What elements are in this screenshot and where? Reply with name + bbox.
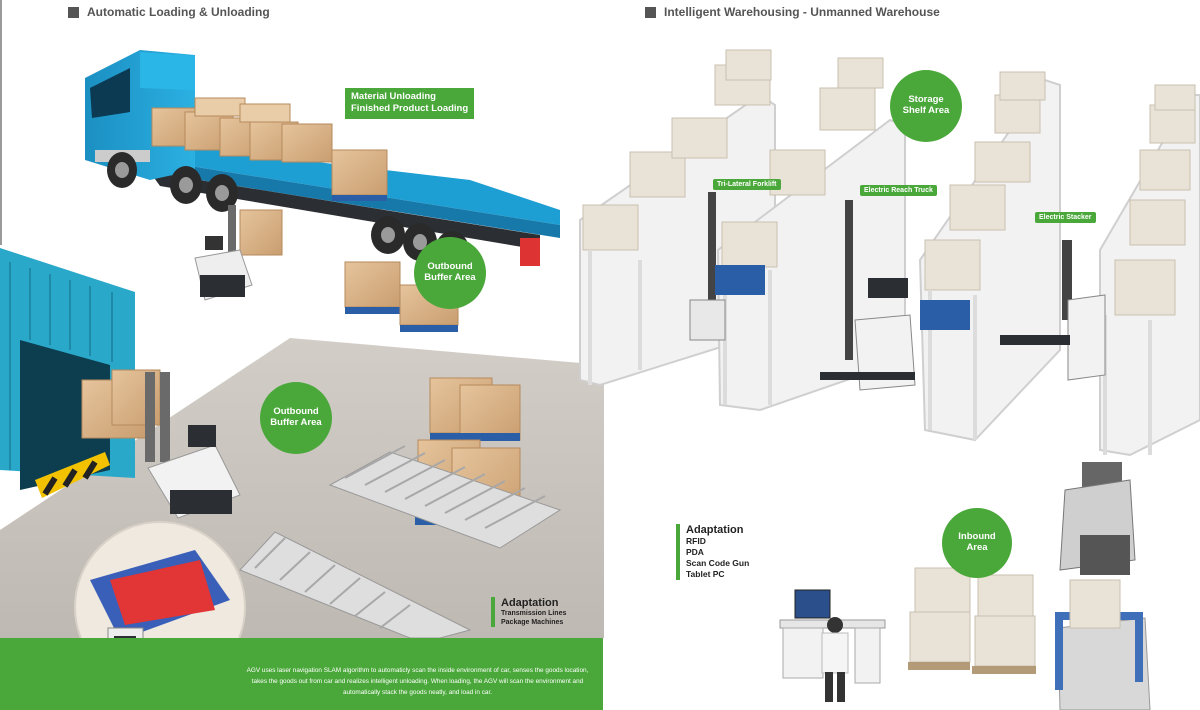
inbound-area-circle: Inbound Area bbox=[942, 508, 1012, 578]
electric-stacker bbox=[920, 240, 1106, 381]
adaptation-item: Package Machines bbox=[501, 619, 564, 627]
circle-line-2: Buffer Area bbox=[270, 417, 322, 428]
material-line-2: Finished Product Loading bbox=[351, 103, 469, 115]
circle-line-1: Inbound bbox=[958, 531, 996, 543]
electric-reach-truck bbox=[820, 200, 916, 391]
heading-automatic-loading: Automatic Loading & Unloading bbox=[68, 5, 270, 19]
adaptation-item: Scan Code Gun bbox=[686, 558, 750, 569]
circle-line-2: Buffer Area bbox=[424, 272, 476, 283]
heading-text: Intelligent Warehousing - Unmanned Wareh… bbox=[664, 5, 940, 19]
heading-intelligent-warehousing: Intelligent Warehousing - Unmanned Wareh… bbox=[645, 5, 940, 19]
roller-conveyor-left bbox=[239, 531, 472, 639]
circle-line-1: Storage bbox=[908, 94, 944, 106]
material-unloading-label: Material Unloading Finished Product Load… bbox=[345, 88, 475, 119]
description-text: AGV uses laser navigation SLAM algorithm… bbox=[246, 667, 589, 696]
scan-workstation bbox=[779, 589, 886, 702]
adaptation-item: Transmission Lines bbox=[501, 610, 567, 617]
circle-line-2: Area bbox=[966, 542, 988, 553]
roller-conveyor-right bbox=[328, 445, 562, 549]
material-line-1: Material Unloading bbox=[351, 91, 436, 102]
description-band: AGV uses laser navigation SLAM algorithm… bbox=[0, 638, 603, 710]
outbound-buffer-circle-top: Outbound Buffer Area bbox=[414, 237, 486, 309]
adaptation-item: Tablet PC bbox=[686, 569, 725, 580]
agv-forklift-top bbox=[194, 205, 283, 301]
adaptation-title: Adaptation bbox=[686, 524, 744, 536]
heading-square-icon bbox=[645, 6, 656, 18]
circle-line-1: Outbound bbox=[273, 406, 319, 418]
tag-electric-stacker: Electric Stacker bbox=[1035, 212, 1096, 223]
storage-shelf-circle: Storage Shelf Area bbox=[890, 70, 962, 142]
tri-lateral-forklift bbox=[689, 192, 765, 341]
agv-forklift-main bbox=[81, 369, 241, 519]
adaptation-left: Adaptation Transmission Lines Package Ma… bbox=[491, 597, 567, 628]
adaptation-right: Adaptation RFID PDA Scan Code Gun Tablet… bbox=[676, 524, 750, 581]
outbound-buffer-circle-floor: Outbound Buffer Area bbox=[260, 382, 332, 454]
circle-line-2: Shelf Area bbox=[902, 105, 950, 116]
adaptation-title: Adaptation bbox=[501, 597, 559, 609]
heading-square-icon bbox=[68, 6, 79, 18]
tag-tri-lateral-forklift: Tri-Lateral Forklift bbox=[713, 179, 781, 190]
truck-cargo-boxes bbox=[151, 97, 388, 201]
inbound-area-scene bbox=[908, 462, 1151, 710]
rack-boxes bbox=[582, 49, 1196, 316]
tag-electric-reach-truck: Electric Reach Truck bbox=[860, 185, 937, 196]
heading-text: Automatic Loading & Unloading bbox=[87, 5, 270, 19]
adaptation-item: RFID bbox=[686, 536, 706, 546]
circle-line-1: Outbound bbox=[427, 261, 473, 273]
adaptation-item: PDA bbox=[686, 547, 704, 558]
